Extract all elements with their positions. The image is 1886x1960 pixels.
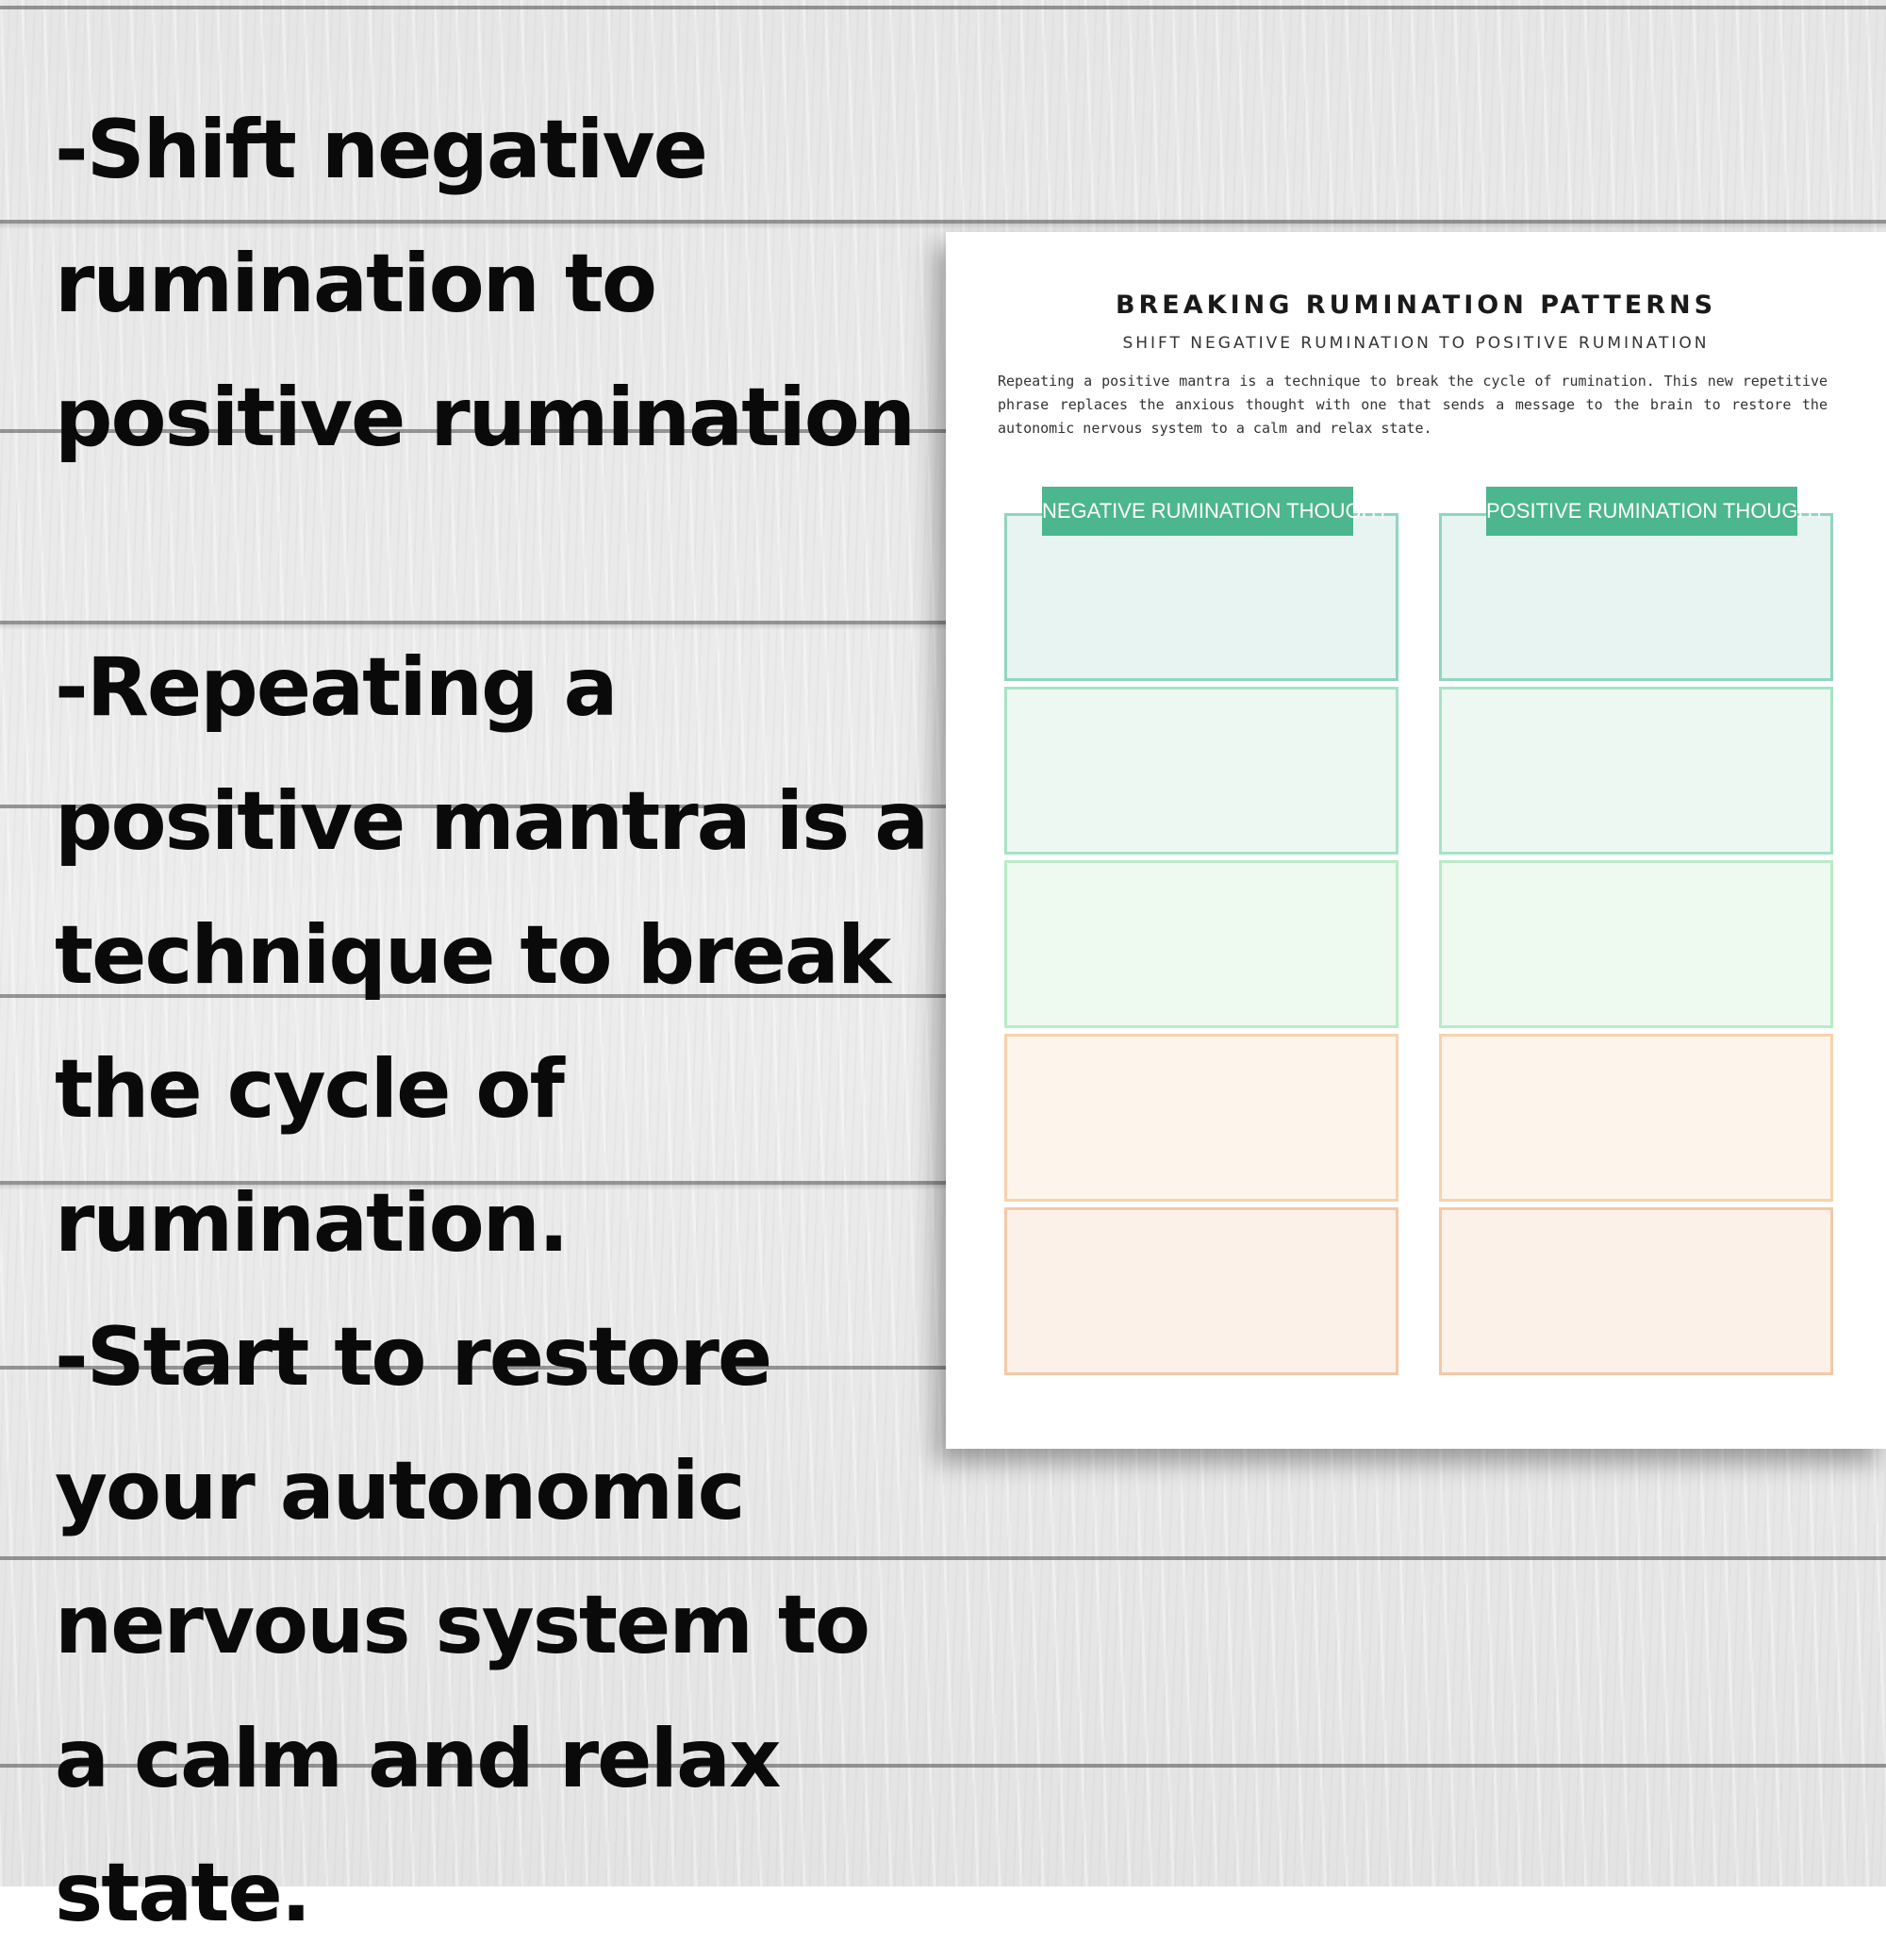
negative-thought-box xyxy=(1004,513,1398,681)
plank-seam xyxy=(0,1764,1886,1768)
plank-shadow xyxy=(0,1185,1886,1190)
plank-seam xyxy=(0,621,1886,624)
plank-seam xyxy=(0,220,1886,224)
plank-seam xyxy=(0,1181,1886,1185)
negative-thought-box xyxy=(1004,1034,1398,1202)
positive-thought-header: POSITIVE RUMINATION THOUGHT xyxy=(1486,487,1826,536)
negative-thought-column: NEGATIVE RUMINATION THOUGHT xyxy=(1004,487,1398,1375)
positive-thought-box xyxy=(1439,1207,1833,1375)
plank-seam xyxy=(0,1556,1886,1560)
negative-thought-box xyxy=(1004,1207,1398,1375)
worksheet-title: BREAKING RUMINATION PATTERNS xyxy=(1115,291,1717,320)
worksheet-intro: Repeating a positive mantra is a techniq… xyxy=(998,373,1828,437)
plank-seam xyxy=(0,994,1886,998)
positive-thought-box xyxy=(1439,1034,1833,1202)
positive-thought-box xyxy=(1439,687,1833,855)
worksheet-subtitle: SHIFT NEGATIVE RUMINATION TO POSITIVE RU… xyxy=(1122,334,1710,353)
plank-shadow xyxy=(0,624,1886,630)
feature-list: -Shift negative rumination to positive r… xyxy=(55,83,932,1940)
feature-bullet-shift: -Shift negative rumination to positive r… xyxy=(55,103,916,465)
negative-thought-header: NEGATIVE RUMINATION THOUGHT xyxy=(1042,487,1389,536)
plank-seam xyxy=(0,805,1886,808)
positive-thought-column: POSITIVE RUMINATION THOUGHT xyxy=(1439,487,1833,1375)
positive-thought-box xyxy=(1439,860,1833,1028)
negative-thought-box xyxy=(1004,860,1398,1028)
plank-shadow xyxy=(0,224,1886,229)
plank-seam xyxy=(0,1366,1886,1370)
positive-thought-box xyxy=(1439,513,1833,681)
plank-seam xyxy=(0,6,1886,9)
feature-bullet-mantra: -Repeating a positive mantra is a techni… xyxy=(55,640,929,1271)
worksheet-page: BREAKING RUMINATION PATTERNS SHIFT NEGAT… xyxy=(946,232,1886,1449)
plank-seam xyxy=(0,429,1886,433)
feature-bullet-restore: -Start to restore your autonomic nervous… xyxy=(55,1310,870,1940)
negative-thought-box xyxy=(1004,687,1398,855)
